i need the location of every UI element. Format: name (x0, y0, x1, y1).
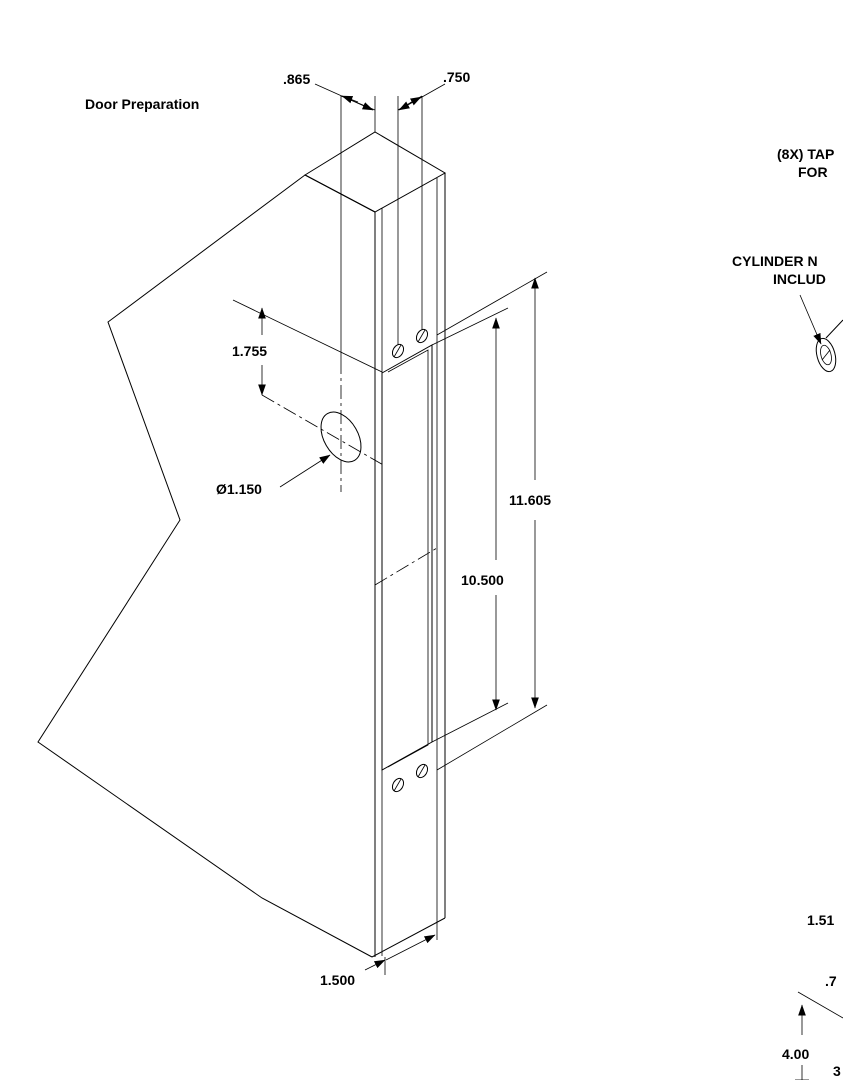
bore-dia-label: Ø1.150 (216, 481, 262, 497)
dim-400-label: 4.00 (782, 1046, 809, 1062)
screw-holes (391, 328, 429, 793)
dim-1500 (364, 922, 438, 975)
cylinder-bore-hole (261, 360, 386, 492)
tap-note-line2: FOR (798, 164, 828, 180)
cylinder-partial (799, 294, 843, 373)
dim-1755 (232, 299, 383, 396)
dim-11605-label: 11.605 (509, 492, 551, 508)
dim-750-label: .750 (443, 69, 470, 85)
dim-11605 (436, 271, 548, 771)
dim-10500 (431, 307, 509, 743)
bore-dia-leader (279, 454, 331, 488)
drawing-title: Door Preparation (85, 96, 199, 112)
door-edge-prism (303, 131, 447, 958)
edge-pocket (374, 344, 438, 771)
dim-1755-label: 1.755 (232, 343, 267, 359)
dim-1500-label: 1.500 (320, 972, 355, 988)
dim-7-label: .7 (825, 973, 837, 989)
dim-3-label: 3 (833, 1063, 841, 1079)
dim-10500-label: 10.500 (461, 572, 504, 588)
dim-151-label: 1.51 (807, 912, 834, 928)
tap-note-line1: (8X) TAP (777, 146, 834, 162)
dim-865-label: .865 (283, 71, 310, 87)
door-slab-outline (37, 174, 376, 958)
top-dimensions (314, 83, 446, 360)
cylinder-note-line2: INCLUD (773, 271, 826, 287)
cylinder-note-line1: CYLINDER N (732, 253, 818, 269)
lower-right-dim-lines (795, 991, 843, 1080)
